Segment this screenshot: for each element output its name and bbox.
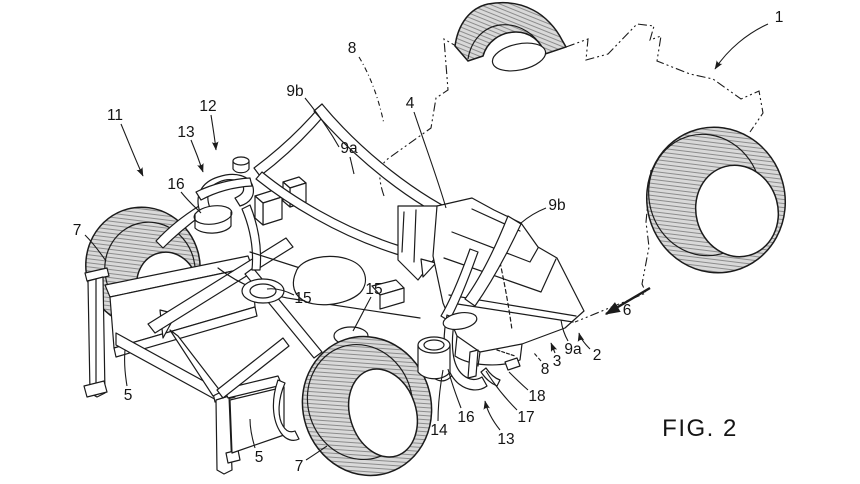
canister <box>418 345 450 379</box>
ref-label-15-right: 15 <box>365 281 382 298</box>
ref-label-16-top: 16 <box>167 176 184 193</box>
ref-label-9b-top: 9b <box>286 83 303 100</box>
ref-label-9a-top: 9a <box>340 140 358 157</box>
front-left-tire <box>285 320 450 484</box>
leader-17 <box>486 371 517 410</box>
leader-16-bottom <box>448 369 461 408</box>
seat-shell <box>293 256 365 304</box>
brace-3 <box>217 338 289 398</box>
ref-label-8-bottom: 8 <box>541 361 550 378</box>
leader-5-lower <box>250 419 255 448</box>
ref-label-5-lower: 5 <box>255 449 264 466</box>
ref-label-9b-right: 9b <box>548 197 565 214</box>
ref-label-2: 2 <box>593 347 602 364</box>
ref-label-11: 11 <box>107 107 123 124</box>
ghost-top-line <box>566 24 763 132</box>
ref-label-1: 1 <box>775 9 784 26</box>
rear-right-tire-partial <box>455 3 566 76</box>
leader-6-arrow <box>604 288 650 314</box>
chassis <box>84 104 584 474</box>
ref-label-14: 14 <box>430 422 448 439</box>
support-post <box>468 350 478 378</box>
j-tube-rim <box>442 310 478 332</box>
leader-12 <box>211 115 219 151</box>
rear-pillar <box>465 216 521 306</box>
ref-label-6: 6 <box>623 302 632 319</box>
lower-arm-hook <box>273 380 299 440</box>
leader-1 <box>715 24 768 70</box>
ref-label-13-bottom: 13 <box>497 431 514 448</box>
leader-9b-right <box>521 208 546 223</box>
arch-rim <box>193 203 233 226</box>
pillar-to-floor-band <box>441 249 478 321</box>
leader-8-bottom <box>534 353 541 361</box>
leader-3 <box>551 342 558 353</box>
ref-label-7-left: 7 <box>73 222 82 239</box>
leader-14 <box>438 370 443 421</box>
ref-label-5-upper: 5 <box>124 387 133 404</box>
leader-9a-bottom <box>561 320 568 341</box>
leader-9b-top <box>305 98 339 147</box>
leader-5-upper <box>125 350 127 386</box>
leader-4 <box>414 112 446 208</box>
suspension-arm <box>156 206 203 248</box>
leader-7-bottom <box>306 446 327 460</box>
leader-9a-top <box>350 157 354 174</box>
ref-label-17: 17 <box>517 409 534 426</box>
ref-label-16-bottom: 16 <box>457 409 474 426</box>
leader-15-right <box>353 297 371 331</box>
ghost-cowl-line <box>380 39 456 196</box>
figure-caption: FIG. 2 <box>662 415 738 442</box>
ref-label-15-left: 15 <box>294 290 311 307</box>
ref-label-13-top: 13 <box>177 124 194 141</box>
ref-label-8-top: 8 <box>348 40 357 57</box>
reference-numerals: 1 8 9b 4 12 11 13 9a 16 9b 7 15 15 6 9a … <box>73 9 784 475</box>
bracket-flag-2 <box>421 259 436 277</box>
ref-label-12: 12 <box>199 98 216 115</box>
leader-13-top <box>191 140 204 173</box>
leader-7-left <box>85 235 106 261</box>
leader-18 <box>509 372 528 390</box>
ref-label-3: 3 <box>553 353 562 370</box>
a-pillar-left-leg <box>254 104 327 176</box>
ghost-rear-line <box>575 170 651 322</box>
front-right-tire <box>630 112 801 289</box>
ref-label-7-bottom: 7 <box>295 458 304 475</box>
arch-component <box>198 174 253 212</box>
ref-label-18: 18 <box>528 388 545 405</box>
leader-lines <box>85 24 768 460</box>
cowl-beam <box>196 178 252 200</box>
leader-2 <box>577 332 590 349</box>
leader-16-top <box>181 192 201 213</box>
leader-13-bottom <box>483 400 500 430</box>
ref-label-4: 4 <box>406 95 415 112</box>
leader-11 <box>121 124 143 177</box>
bracket-18 <box>505 358 520 370</box>
ref-label-9a-bottom: 9a <box>564 341 582 358</box>
front-post-left <box>85 268 109 281</box>
leader-8-top <box>359 57 384 124</box>
leader-15-left <box>267 289 294 295</box>
